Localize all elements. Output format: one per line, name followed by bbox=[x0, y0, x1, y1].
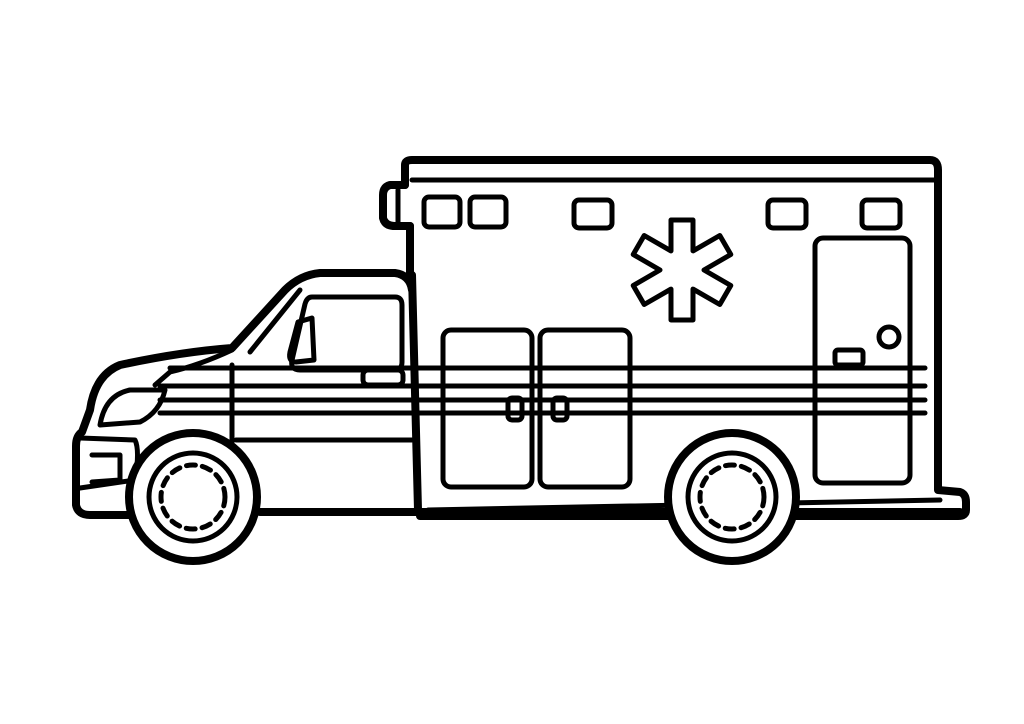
rear-compartment bbox=[379, 156, 970, 520]
window bbox=[571, 197, 615, 231]
front-wheel bbox=[125, 429, 261, 565]
door-latch bbox=[832, 347, 866, 368]
cab-door-handle bbox=[360, 367, 406, 388]
window bbox=[859, 197, 903, 231]
rear-wheel bbox=[664, 429, 800, 565]
side-doors bbox=[440, 327, 633, 490]
window bbox=[765, 197, 809, 231]
headlight bbox=[97, 387, 168, 428]
door-knob bbox=[876, 324, 902, 350]
rear-door bbox=[812, 235, 913, 486]
window bbox=[467, 194, 509, 230]
compartment-windows bbox=[421, 194, 903, 231]
side-mirror bbox=[287, 315, 317, 365]
star-of-life-icon bbox=[630, 217, 734, 323]
side-door-left bbox=[440, 327, 535, 490]
side-door-right bbox=[537, 327, 633, 490]
window bbox=[421, 194, 463, 230]
